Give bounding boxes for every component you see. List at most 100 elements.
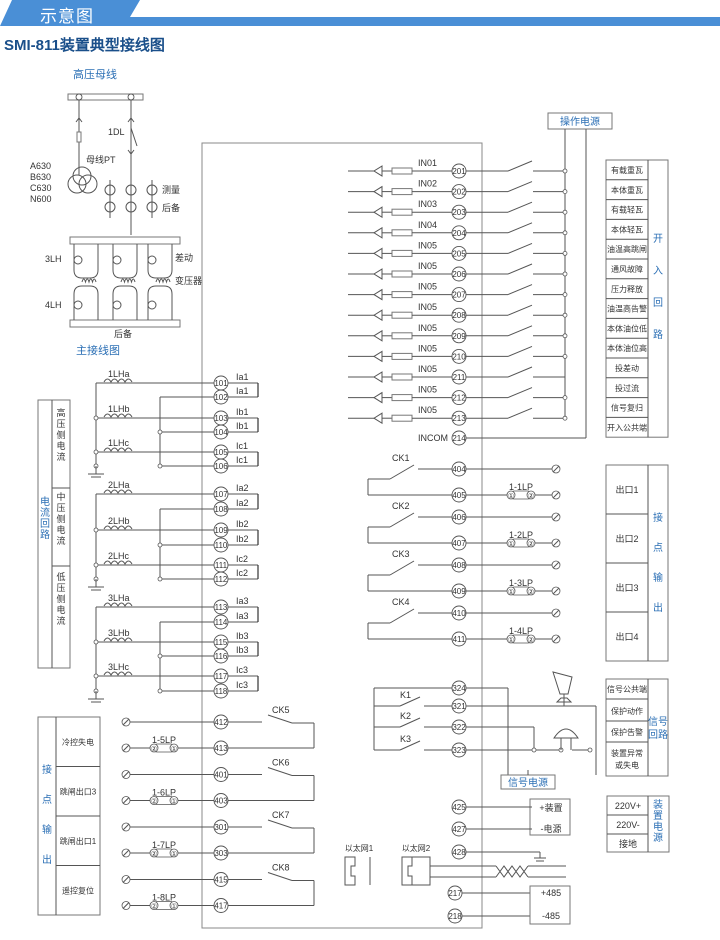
input-arrow-icon: [373, 247, 383, 260]
current-terminal-number: 117: [215, 672, 228, 681]
junction-dot: [562, 292, 568, 298]
input-terminal-number: 212: [452, 394, 466, 403]
input-contact-blade: [507, 222, 533, 234]
pin-number: ②: [151, 745, 157, 753]
output-terminal-number: 405: [452, 491, 466, 500]
junction-dot: [562, 333, 568, 339]
pin-number: ②: [528, 492, 534, 500]
input-terminal-number: 207: [452, 291, 466, 300]
ct-name: 2LHa: [108, 480, 130, 490]
relay-name: K3: [400, 734, 411, 744]
binary-input-label: 通风故障: [611, 264, 643, 274]
rs485-box: [529, 885, 571, 925]
char: 置: [653, 810, 663, 822]
output-terminal-number: 409: [452, 587, 466, 596]
input-arrow-icon: [373, 288, 383, 301]
char: 接: [653, 511, 663, 524]
input-terminal-number: 206: [452, 270, 466, 279]
rs485-terminal-number: 218: [448, 912, 462, 921]
operating-power-label: 操作电源: [560, 115, 600, 128]
char: 流: [56, 451, 65, 462]
ct-3lh-icon: [112, 255, 122, 265]
header-title: 示意图: [40, 7, 94, 27]
char: 电: [56, 524, 65, 535]
junction-dot: [562, 312, 568, 318]
contact-blade: [267, 872, 293, 881]
pressure-plate-label: 1-8LP: [152, 893, 176, 903]
backup-label: 后备: [114, 328, 132, 339]
pin-number: ①: [508, 540, 514, 548]
input-terminal-number: 205: [452, 249, 466, 258]
pin-number: ②: [151, 798, 157, 806]
input-arrow-icon: [373, 165, 383, 177]
input-arrow-icon: [373, 350, 383, 363]
input-contact-blade: [507, 160, 533, 172]
busbar: [67, 93, 144, 101]
pin-number: ①: [508, 588, 514, 596]
char: 输: [653, 571, 663, 584]
breaker-blade: [130, 127, 138, 147]
char: 流: [56, 615, 65, 626]
contact-blade: [389, 464, 415, 480]
signal-label: 保护动作: [611, 706, 643, 716]
current-terminal-number: 118: [215, 687, 228, 696]
output-terminal-number: 406: [452, 513, 466, 522]
current-channel-label: Ia2: [236, 498, 249, 508]
document-title: SMI-811装置典型接线图: [4, 37, 165, 54]
pt-phase-label: C630: [30, 183, 52, 193]
binary-input-label: 有载重瓦: [611, 165, 643, 175]
input-name: IN05: [418, 385, 437, 395]
screw-slash: [122, 876, 130, 883]
horn-icon: [552, 671, 573, 695]
ct-4lh-icon: [112, 300, 122, 310]
char: 压: [56, 419, 65, 429]
header-banner-shape: [0, 0, 720, 26]
input-resistor-icon: [391, 229, 413, 237]
char: 侧: [56, 429, 65, 440]
current-channel-label: Ic1: [236, 455, 248, 465]
input-name: IN05: [418, 261, 437, 271]
screw-slash: [122, 849, 130, 857]
binary-input-label: 压力释放: [611, 284, 643, 294]
rs485-minus: -485: [542, 911, 560, 921]
current-channel-label: Ib2: [236, 519, 249, 529]
contact-name: CK7: [272, 810, 290, 820]
horn-base: [555, 694, 573, 706]
signal-terminal-number: 321: [452, 702, 466, 711]
ct-winding-icon: [103, 447, 133, 452]
output-label: 出口2: [615, 533, 638, 544]
current-terminal-number: 109: [214, 526, 228, 535]
current-channel-label: Ia3: [236, 596, 249, 606]
pressure-plate-pin: [149, 743, 159, 753]
output-label: 跳闸出口3: [60, 787, 97, 797]
binary-input-label: 油温高跳闸: [607, 244, 647, 254]
signal-group-label: 回路: [648, 728, 668, 741]
contact-name: CK1: [392, 453, 410, 463]
input-resistor-icon: [391, 414, 413, 422]
contact-name: CK2: [392, 501, 410, 511]
junction-dot: [157, 542, 163, 548]
junction-dot: [157, 429, 163, 435]
ct-name: 3LHc: [108, 662, 130, 672]
char: 流: [56, 535, 65, 546]
input-name: IN01: [418, 158, 437, 168]
signal-group-label: 信号: [648, 716, 668, 728]
pin-number: ①: [508, 636, 514, 644]
char: 入: [653, 266, 663, 277]
pin-number: ②: [151, 850, 157, 858]
current-terminal-number: 103: [214, 414, 228, 423]
incom-name: INCOM: [418, 433, 448, 443]
output-terminal-number: 410: [452, 609, 466, 618]
ct-winding-icon: [103, 637, 133, 642]
transformer-lower-loop: [112, 285, 138, 320]
contact-blade: [389, 608, 415, 624]
junction-dot: [562, 209, 568, 215]
binary-input-label: 本体轻瓦: [611, 224, 643, 234]
pin-number: ①: [508, 492, 514, 500]
input-resistor-icon: [391, 311, 413, 319]
screw-slash: [552, 491, 560, 499]
input-resistor-icon: [391, 394, 413, 402]
junction-dot: [587, 747, 593, 753]
